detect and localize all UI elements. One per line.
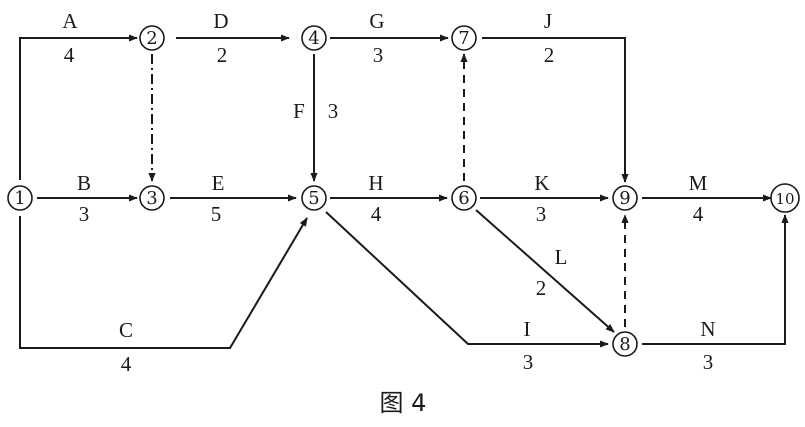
activity-name-K: K	[534, 171, 549, 195]
activity-duration-K: 3	[536, 202, 547, 226]
node-label: 2	[146, 28, 157, 49]
activity-duration-M: 4	[693, 202, 704, 226]
activity-name-H: H	[368, 171, 383, 195]
activity-name-C: C	[119, 318, 133, 342]
node-label: 1	[14, 188, 25, 209]
activity-duration-N: 3	[703, 350, 714, 374]
activity-name-A: A	[62, 9, 78, 33]
node-2: 2	[139, 25, 165, 51]
activity-duration-A: 4	[64, 43, 75, 67]
activity-name-I: I	[524, 317, 531, 341]
node-5: 5	[301, 185, 327, 211]
node-label: 10	[775, 190, 794, 208]
activity-duration-E: 5	[211, 202, 222, 226]
activity-edge-C	[19, 216, 308, 349]
activity-duration-D: 2	[217, 43, 228, 67]
node-label: 4	[308, 28, 319, 49]
node-label: 7	[458, 28, 469, 49]
activity-edge-N	[642, 214, 789, 345]
activity-duration-J: 2	[544, 43, 555, 67]
activity-name-M: M	[689, 171, 708, 195]
node-label: 3	[146, 188, 157, 209]
node-7: 7	[451, 25, 477, 51]
node-label: 9	[619, 188, 630, 209]
node-4: 4	[301, 25, 327, 51]
activity-name-G: G	[369, 9, 384, 33]
node-label: 5	[308, 188, 319, 209]
node-label: 8	[619, 334, 630, 355]
activity-duration-H: 4	[371, 202, 382, 226]
activity-edge-J	[482, 37, 629, 183]
activity-edge-L	[475, 209, 615, 333]
activity-name-N: N	[700, 317, 715, 341]
activity-duration-B: 3	[79, 202, 90, 226]
activity-duration-G: 3	[373, 43, 384, 67]
activity-name-B: B	[77, 171, 91, 195]
activity-edge-A	[19, 34, 138, 180]
activity-duration-I: 3	[523, 350, 534, 374]
node-label: 6	[458, 188, 469, 209]
activity-name-F: F	[293, 99, 305, 123]
activity-name-E: E	[212, 171, 225, 195]
activity-name-J: J	[544, 9, 552, 33]
node-8: 8	[612, 331, 638, 357]
node-10: 10	[770, 183, 800, 213]
activity-name-L: L	[555, 245, 568, 269]
node-9: 9	[612, 185, 638, 211]
activity-duration-C: 4	[121, 352, 132, 376]
node-6: 6	[451, 185, 477, 211]
node-3: 3	[139, 185, 165, 211]
activity-duration-L: 2	[536, 276, 547, 300]
figure-caption: 图 4	[380, 389, 427, 417]
node-1: 1	[7, 185, 33, 211]
activity-duration-F: 3	[328, 99, 339, 123]
activity-edge-I	[325, 211, 609, 348]
activity-name-D: D	[213, 9, 228, 33]
